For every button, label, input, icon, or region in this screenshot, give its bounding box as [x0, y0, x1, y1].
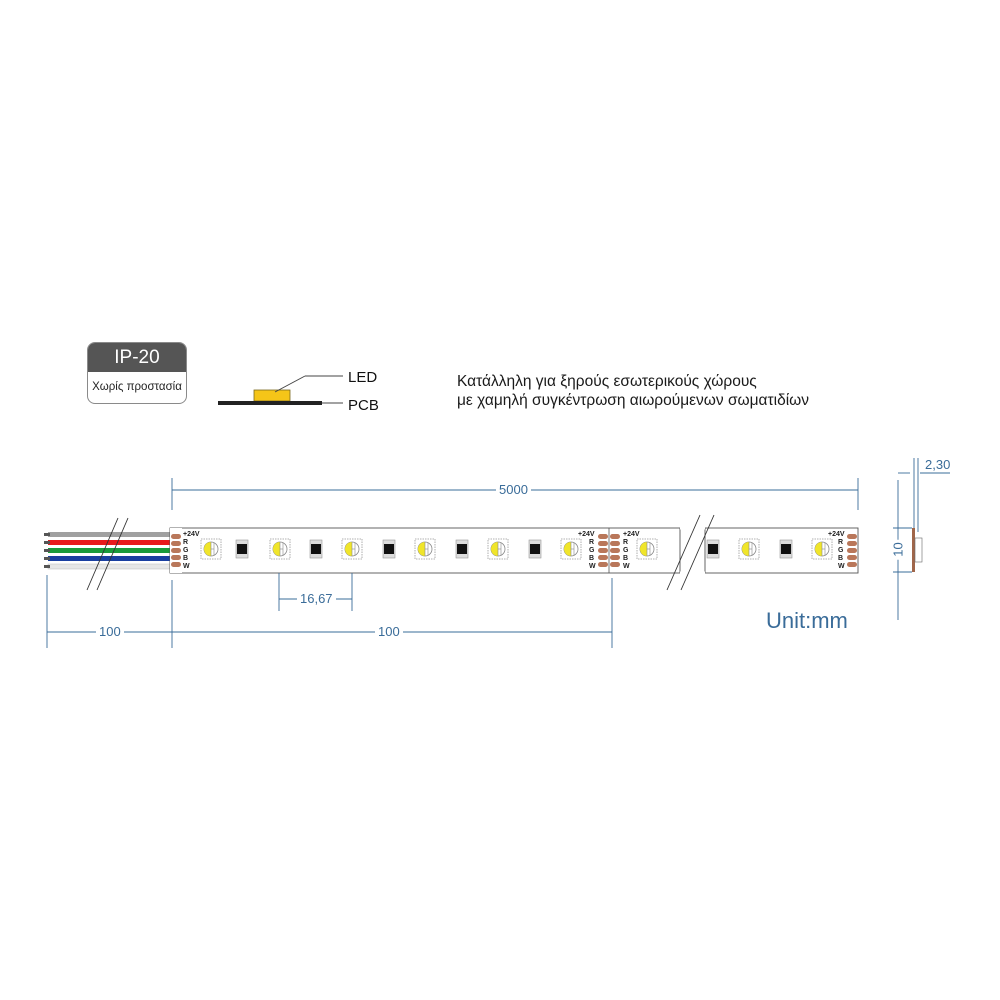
svg-text:B: B [838, 555, 843, 562]
dim-total-length: 5000 [496, 482, 531, 497]
svg-text:R: R [838, 539, 843, 546]
pcb-icon [218, 401, 322, 405]
cross-section-diagram [218, 375, 343, 405]
svg-text:W: W [623, 563, 630, 570]
svg-text:B: B [623, 555, 628, 562]
ip-rating: IP-20 [88, 343, 186, 372]
break-mark-icon [86, 517, 119, 591]
svg-text:G: G [183, 547, 189, 554]
svg-text:B: B [589, 555, 594, 562]
svg-text:G: G [589, 547, 595, 554]
dim-cut-segment: 100 [375, 624, 403, 639]
ip-rating-badge: IP-20 Χωρίς προστασία [87, 342, 187, 404]
usage-description: Κατάλληλη για ξηρούς εσωτερικούς χώρους … [457, 372, 809, 410]
ip-protection-label: Χωρίς προστασία [92, 381, 182, 393]
svg-text:R: R [183, 539, 188, 546]
svg-text:R: R [589, 539, 594, 546]
pcb-label: PCB [348, 397, 379, 414]
svg-text:+24V: +24V [578, 531, 595, 538]
unit-label: Unit:mm [766, 608, 848, 633]
dim-led-pitch: 16,67 [297, 591, 336, 606]
svg-text:+24V: +24V [183, 531, 200, 538]
connector-wires [44, 517, 175, 591]
svg-text:G: G [623, 547, 629, 554]
description-line-2: με χαμηλή συγκέντρωση αιωρούμενων σωματι… [457, 392, 810, 409]
strip-side-profile [912, 528, 915, 572]
break-mark-icon [666, 514, 701, 591]
svg-text:B: B [183, 555, 188, 562]
svg-text:+24V: +24V [828, 531, 845, 538]
led-label: LED [348, 369, 378, 386]
description-line-1: Κατάλληλη για ξηρούς εσωτερικούς χώρους [457, 373, 757, 390]
svg-text:R: R [623, 539, 628, 546]
dim-width: 10 [890, 539, 906, 560]
svg-text:G: G [838, 547, 844, 554]
dim-thickness: 2,30 [922, 457, 954, 472]
svg-text:+24V: +24V [623, 531, 640, 538]
svg-text:W: W [838, 563, 845, 570]
svg-text:W: W [183, 563, 190, 570]
svg-text:W: W [589, 563, 596, 570]
dim-wire-length: 100 [96, 624, 124, 639]
